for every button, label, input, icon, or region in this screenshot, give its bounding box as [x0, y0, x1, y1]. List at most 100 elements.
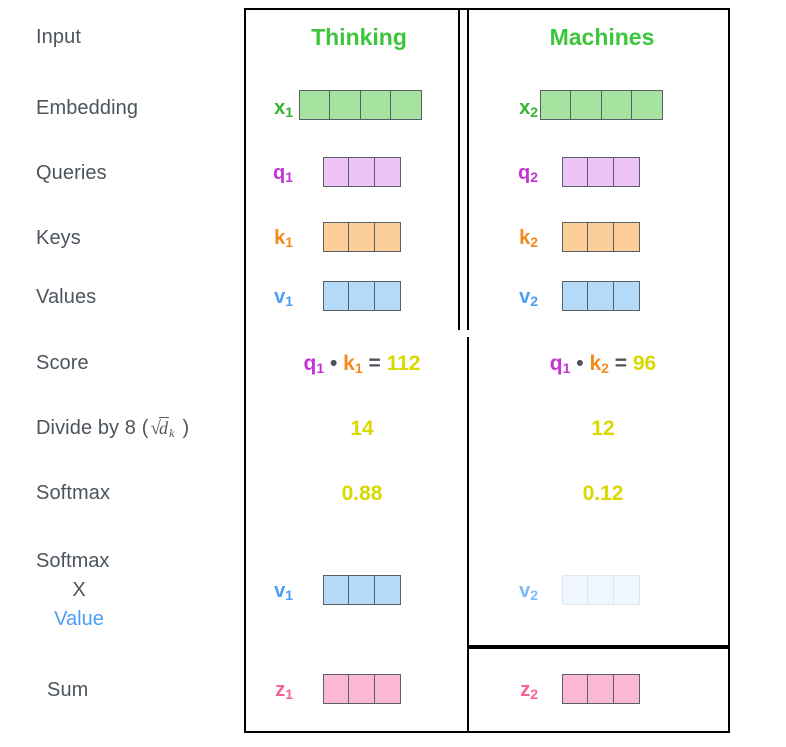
dot-product-operator: •	[576, 352, 584, 375]
vector-cell	[587, 157, 615, 187]
vector-label-q2-letter: q	[517, 162, 531, 184]
vector-cell	[348, 575, 376, 605]
score-expression-col1: q1 • k1 = 112	[256, 352, 468, 376]
vector-cells-x2	[540, 90, 664, 120]
vector-label-x1-letter: x	[274, 97, 286, 119]
radicand-d: d	[158, 417, 170, 438]
vector-cell	[348, 674, 376, 704]
sqrt-dk-expression: √dk	[148, 417, 176, 441]
vector-cell	[562, 222, 589, 252]
vector-cell	[631, 90, 664, 120]
score-value-col2: 96	[632, 352, 657, 375]
outline-join-mask-3	[460, 330, 728, 337]
row-label-keys: Keys	[36, 227, 81, 249]
vector-label-v2-weighted: v2	[485, 580, 538, 603]
divide-by-8-text: Divide by 8 (	[36, 417, 149, 439]
vector-label-v2-sub: 2	[530, 293, 538, 309]
vector-cell	[562, 575, 589, 605]
score-q-label: q1	[303, 352, 325, 376]
vector-cell	[600, 90, 633, 120]
vector-cell	[323, 575, 350, 605]
vector-label-k1-letter: k	[274, 227, 286, 249]
divided-score-col1: 14	[350, 417, 374, 440]
vector-cell	[612, 575, 640, 605]
score-q-label: q1	[549, 352, 571, 376]
vector-cells-v1	[323, 281, 401, 311]
vector-label-x2: x2	[485, 97, 538, 120]
row-label-values: Values	[36, 286, 97, 308]
radicand-subscript-k: k	[169, 426, 175, 440]
vector-cell	[348, 222, 376, 252]
vector-cell	[587, 674, 615, 704]
outline-join-mask-1	[246, 330, 467, 338]
vector-cell	[587, 575, 615, 605]
vector-label-q2: q2	[485, 162, 538, 185]
vector-cell	[323, 674, 350, 704]
row-label-softmax: Softmax	[36, 482, 111, 504]
vector-label-z1-sub: 1	[285, 686, 293, 702]
row-label-softmax-times-value: Softmax X Value	[36, 547, 122, 634]
vector-label-z2-sub: 2	[530, 686, 538, 702]
vector-label-x1: x1	[240, 97, 293, 120]
vector-cell	[373, 575, 401, 605]
equals-sign: =	[368, 352, 381, 375]
score-expression-col2: q1 • k2 = 96	[497, 352, 709, 376]
vector-label-z2: z2	[485, 679, 538, 702]
vector-label-v2-letter: v	[519, 286, 531, 308]
vector-label-v2-weighted-sub: 2	[530, 587, 538, 603]
vector-label-k2-sub: 2	[530, 234, 538, 250]
column-header-thinking: Thinking	[311, 24, 407, 50]
row-label-sum: Sum	[47, 679, 89, 701]
vector-label-q1-letter: q	[272, 162, 286, 184]
vector-cell	[373, 674, 401, 704]
vector-cell	[612, 674, 640, 704]
vector-cell	[359, 90, 392, 120]
vector-cell	[329, 90, 362, 120]
vector-cell	[612, 281, 640, 311]
vector-label-k2: k2	[485, 227, 538, 250]
vector-cells-k1	[323, 222, 401, 252]
row-label-score: Score	[36, 352, 89, 374]
value-word: Value	[54, 608, 104, 630]
divided-score-col2: 12	[591, 417, 615, 440]
row-label-embedding: Embedding	[36, 97, 139, 119]
outline-join-mask-2	[246, 643, 467, 651]
times-symbol: X	[72, 579, 86, 601]
vector-cell	[299, 90, 331, 120]
vector-label-v1: v1	[240, 286, 293, 309]
vector-cell	[323, 222, 350, 252]
vector-label-x1-sub: 1	[285, 104, 293, 120]
divide-by-8-close-paren: )	[182, 417, 190, 439]
row-label-divide-by-8: Divide by 8 (√dk)	[36, 417, 189, 441]
vector-cell	[373, 222, 401, 252]
vector-cell	[390, 90, 423, 120]
vector-cells-v2	[562, 281, 640, 311]
softmax-value-col2: 0.12	[582, 482, 624, 505]
softmax-value-col1: 0.88	[341, 482, 383, 505]
vector-label-v1-weighted-letter: v	[274, 580, 286, 602]
vector-label-x2-sub: 2	[530, 104, 538, 120]
vector-cell	[587, 222, 615, 252]
vector-label-z1-letter: z	[275, 679, 286, 701]
dot-product-operator: •	[329, 352, 338, 375]
equals-sign: =	[614, 352, 628, 375]
column-header-machines: Machines	[549, 24, 655, 50]
vector-label-v1-weighted: v1	[240, 580, 293, 603]
vector-cell	[540, 90, 572, 120]
vector-cells-q2	[562, 157, 640, 187]
vector-cells-z2	[562, 674, 640, 704]
vector-label-z2-letter: z	[520, 679, 531, 701]
score-k-label: k2	[589, 352, 609, 376]
vector-cell	[587, 281, 615, 311]
row-label-queries: Queries	[36, 162, 107, 184]
vector-cell	[348, 281, 376, 311]
vector-cell	[562, 281, 589, 311]
vector-label-k2-letter: k	[519, 227, 531, 249]
vector-cell	[612, 222, 640, 252]
vector-label-v2-weighted-letter: v	[519, 580, 531, 602]
vector-label-v1-letter: v	[274, 286, 286, 308]
score-value-col1: 112	[386, 352, 421, 375]
vector-label-q2-sub: 2	[530, 169, 538, 185]
vector-cell	[373, 281, 401, 311]
